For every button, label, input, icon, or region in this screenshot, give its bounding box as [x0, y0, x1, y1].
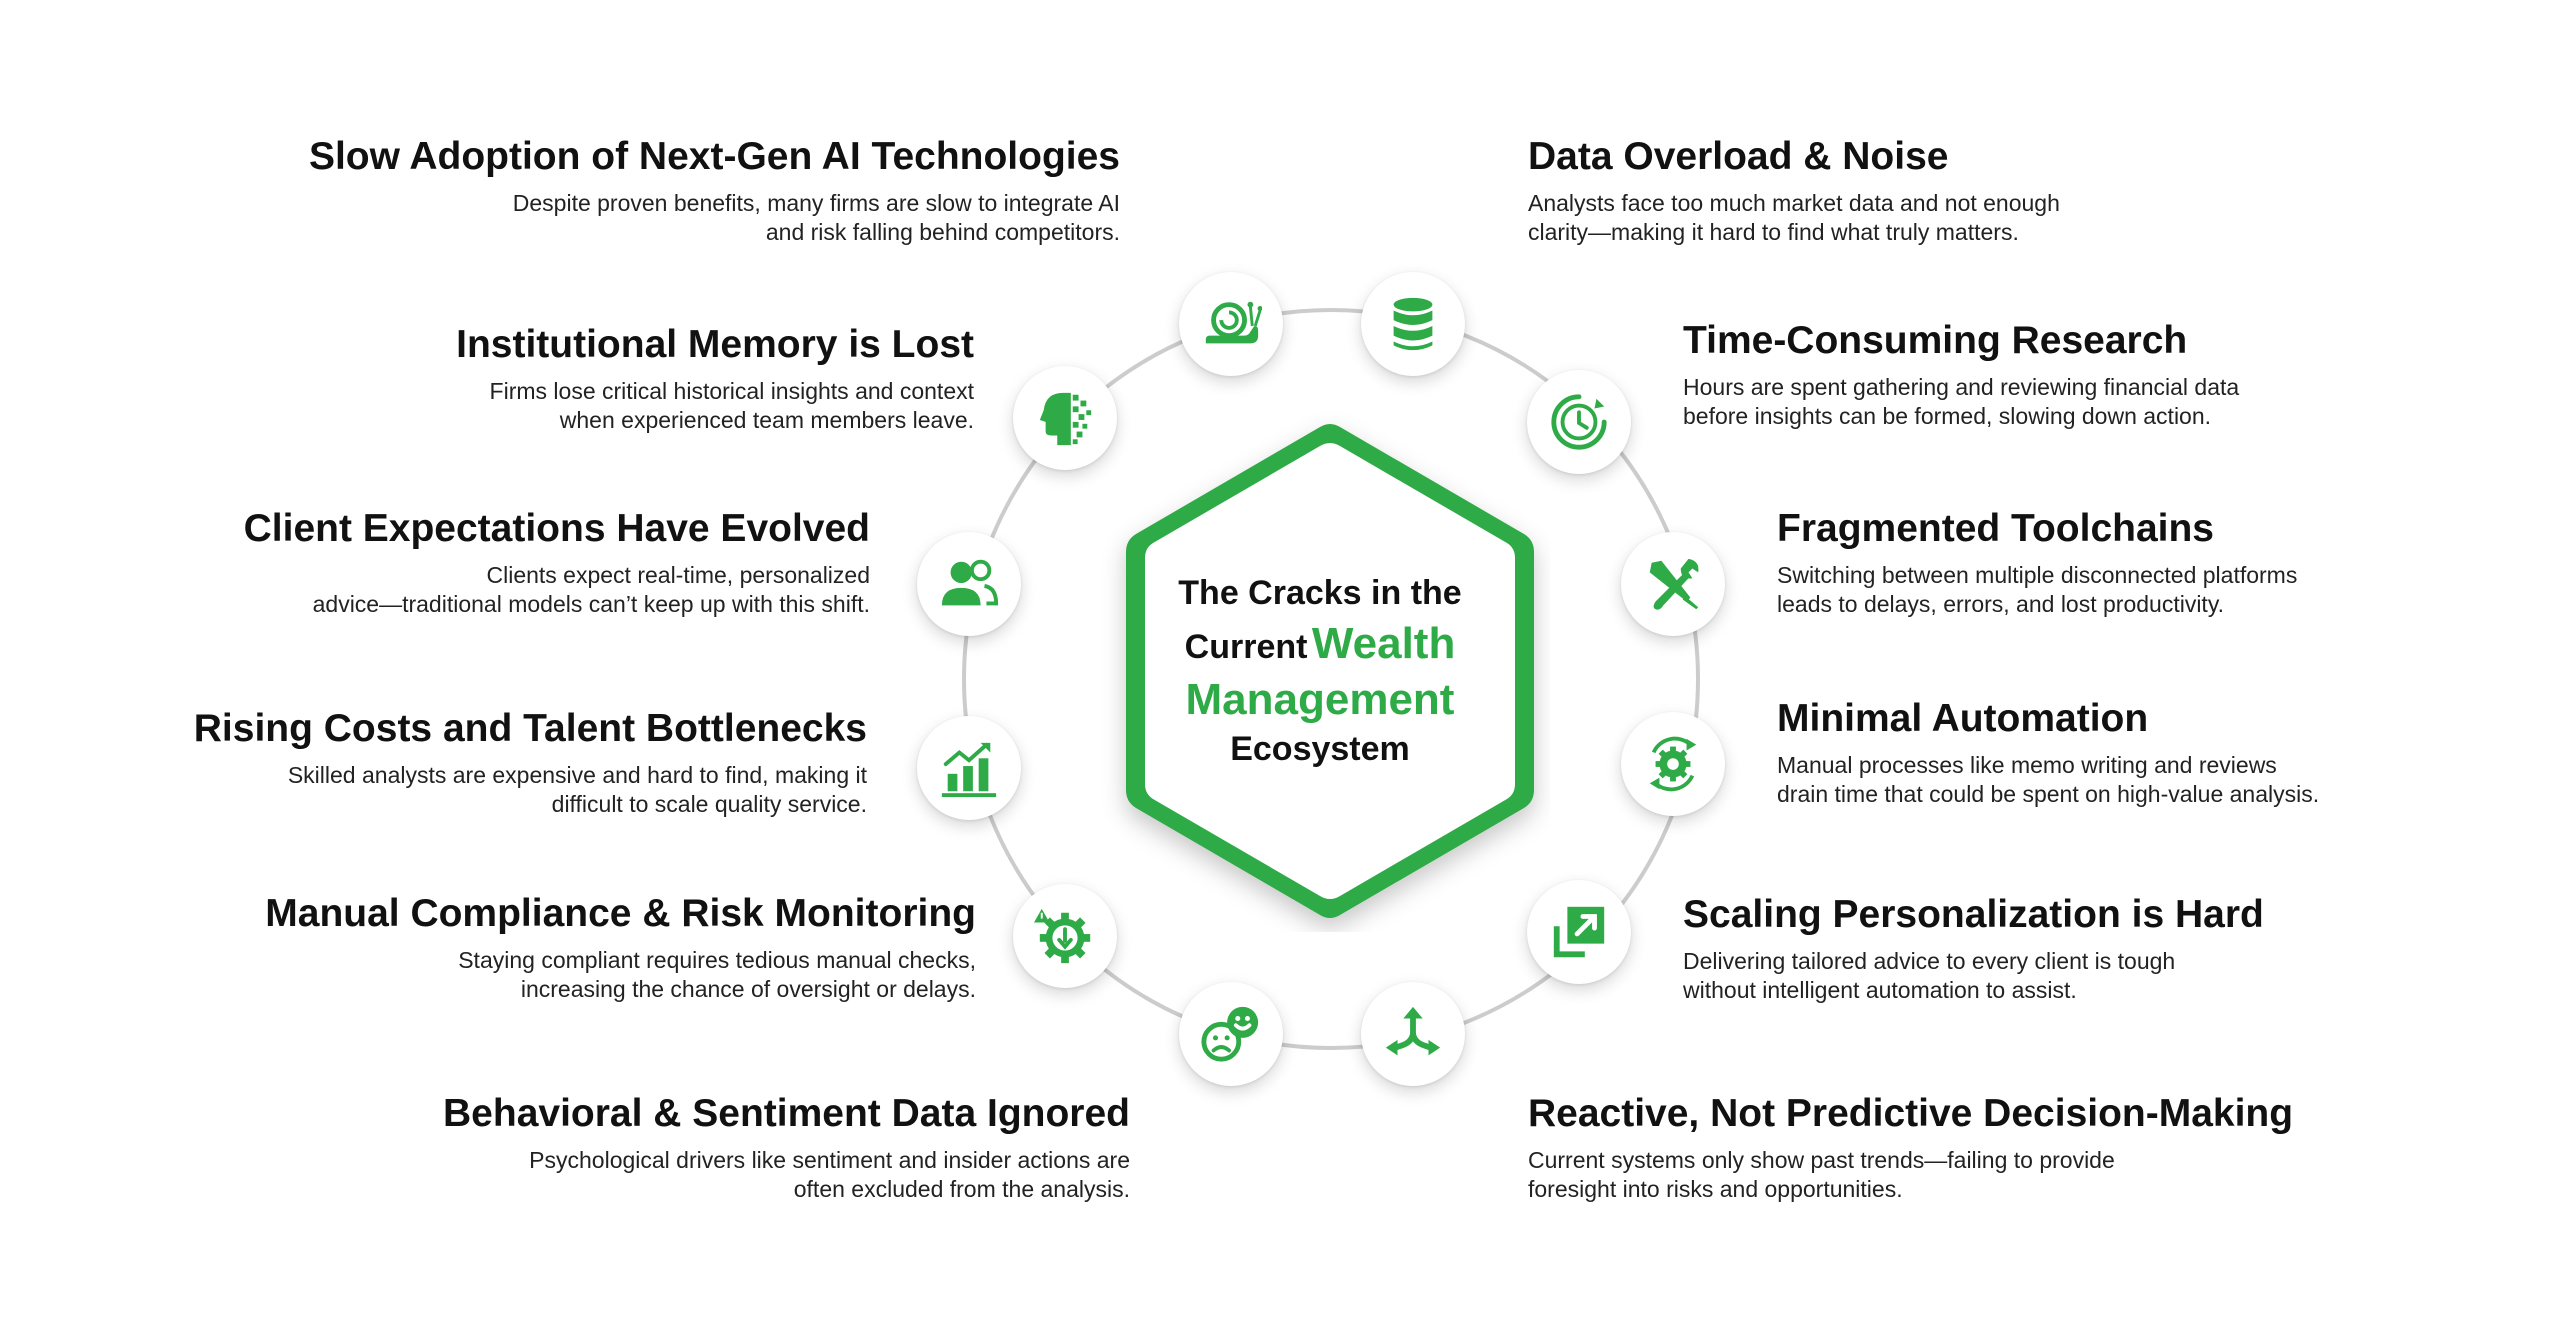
node-rising-costs — [917, 716, 1021, 820]
item-description: Psychological drivers like sentiment and… — [529, 1146, 1130, 1202]
item-description: Firms lose critical historical insights … — [489, 377, 974, 433]
hexagon-shape — [1126, 424, 1534, 918]
node-scaling-personalization — [1527, 880, 1631, 984]
center-line-4: Ecosystem — [1230, 730, 1410, 769]
item-scaling-personalization: Scaling Personalization is Hard Deliveri… — [1683, 893, 2503, 1005]
node-reactive-decisions — [1361, 982, 1465, 1086]
item-title: Reactive, Not Predictive Decision-Making — [1528, 1092, 2294, 1135]
center-line-2-accent: Wealth — [1311, 618, 1456, 668]
item-description: Hours are spent gathering and reviewing … — [1683, 373, 2240, 429]
item-title: Minimal Automation — [1777, 697, 2149, 740]
database-icon — [1393, 297, 1433, 351]
item-data-overload: Data Overload & Noise Analysts face too … — [1528, 135, 2348, 247]
center-line-1: The Cracks in the — [1178, 574, 1462, 613]
clock-icon — [1551, 394, 1607, 450]
node-manual-compliance — [1013, 884, 1117, 988]
item-description: Despite proven benefits, many firms are … — [512, 189, 1120, 245]
center-title: The Cracks in the Current Wealth Managem… — [1090, 412, 1550, 932]
tools-icon — [1649, 558, 1699, 610]
node-behavioral-sentiment — [1179, 982, 1283, 1086]
item-title: Time-Consuming Research — [1683, 319, 2188, 362]
item-description: Manual processes like memo writing and r… — [1777, 751, 2320, 807]
item-description: Switching between multiple disconnected … — [1777, 561, 2298, 617]
item-minimal-automation: Minimal Automation Manual processes like… — [1777, 697, 2560, 809]
item-title: Institutional Memory is Lost — [456, 323, 974, 366]
item-institutional-memory: Institutional Memory is Lost Firms lose … — [154, 323, 974, 435]
item-description: Current systems only show past trends—fa… — [1528, 1146, 2115, 1202]
item-title: Rising Costs and Talent Bottlenecks — [193, 707, 867, 750]
node-slow-adoption — [1179, 272, 1283, 376]
node-institutional-memory — [1013, 366, 1117, 470]
gear-cycle-icon — [1649, 736, 1697, 792]
item-description: Staying compliant requires tedious manua… — [458, 946, 976, 1002]
item-behavioral-sentiment: Behavioral & Sentiment Data Ignored Psyc… — [310, 1092, 1130, 1204]
item-title: Fragmented Toolchains — [1777, 507, 2214, 550]
item-fragmented-toolchains: Fragmented Toolchains Switching between … — [1777, 507, 2560, 619]
item-description: Delivering tailored advice to every clie… — [1683, 947, 2176, 1003]
node-time-consuming-research — [1527, 370, 1631, 474]
bar-chart-icon — [941, 742, 997, 798]
item-rising-costs: Rising Costs and Talent Bottlenecks Skil… — [47, 707, 867, 819]
center-line-3-accent: Management — [1185, 675, 1455, 724]
item-description: Skilled analysts are expensive and hard … — [287, 761, 867, 817]
item-description: Analysts face too much market data and n… — [1528, 189, 2060, 245]
item-reactive-decisions: Reactive, Not Predictive Decision-Making… — [1528, 1092, 2348, 1204]
users-icon — [941, 559, 999, 606]
item-description: Clients expect real-time, personalized a… — [312, 561, 870, 617]
item-title: Behavioral & Sentiment Data Ignored — [443, 1092, 1130, 1135]
center-hexagon: The Cracks in the Current Wealth Managem… — [1090, 412, 1550, 932]
item-title: Data Overload & Noise — [1528, 135, 1949, 178]
item-title: Client Expectations Have Evolved — [243, 507, 870, 550]
item-title: Scaling Personalization is Hard — [1683, 893, 2264, 936]
node-data-overload — [1361, 272, 1465, 376]
sentiment-faces-icon — [1201, 1006, 1259, 1062]
gear-alert-icon — [1034, 908, 1091, 964]
snail-icon — [1205, 301, 1262, 344]
item-slow-adoption: Slow Adoption of Next-Gen AI Technologie… — [300, 135, 1120, 247]
node-minimal-automation — [1621, 712, 1725, 816]
item-title: Manual Compliance & Risk Monitoring — [265, 892, 976, 935]
item-client-expectations: Client Expectations Have Evolved Clients… — [50, 507, 870, 619]
expand-icon — [1553, 906, 1605, 958]
item-manual-compliance: Manual Compliance & Risk Monitoring Stay… — [156, 892, 976, 1004]
node-client-expectations — [917, 532, 1021, 636]
item-title: Slow Adoption of Next-Gen AI Technologie… — [308, 135, 1120, 178]
center-line-2-dark: Current — [1184, 627, 1308, 666]
item-time-consuming-research: Time-Consuming Research Hours are spent … — [1683, 319, 2503, 431]
split-arrows-icon — [1385, 1006, 1441, 1056]
node-fragmented-toolchains — [1621, 532, 1725, 636]
ai-head-icon — [1039, 392, 1092, 446]
